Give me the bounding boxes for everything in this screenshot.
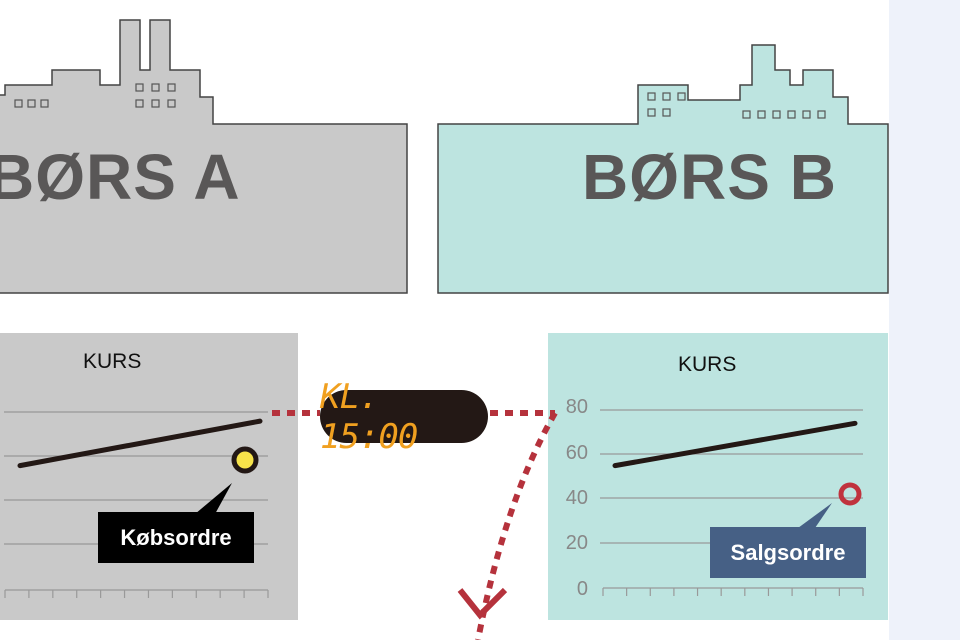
exchange-b-title: BØRS B [582, 141, 837, 213]
building-a [0, 19, 408, 294]
chart-b-price-line [612, 420, 858, 469]
time-display: KL. 15:00 [320, 377, 488, 457]
sell-order-label: Salgsordre [710, 527, 866, 578]
y-tick-label: 80 [565, 396, 588, 418]
side-panel [889, 0, 960, 640]
chart-b-title: KURS [678, 353, 737, 376]
y-tick-label: 60 [565, 442, 588, 464]
down-arrow-icon [457, 587, 508, 620]
y-tick-label: 40 [565, 487, 588, 509]
time-connector-path [272, 410, 558, 640]
chart-a-price-line [17, 418, 263, 469]
buy-order-label: Købsordre [98, 512, 254, 563]
chart-a-panel [0, 333, 298, 620]
y-tick-label: 20 [565, 532, 588, 554]
y-tick-label: 0 [576, 578, 588, 600]
buy-callout-pointer [195, 483, 232, 514]
sell-order-ring [838, 482, 862, 506]
sell-callout-pointer [798, 503, 832, 528]
building-b [437, 44, 889, 294]
chart-b-x-axis [602, 587, 864, 596]
chart-a-x-axis [4, 589, 269, 598]
exchange-a-title: BØRS A [0, 141, 241, 213]
chart-a-title: KURS [83, 350, 142, 373]
buy-order-dot [231, 446, 259, 474]
